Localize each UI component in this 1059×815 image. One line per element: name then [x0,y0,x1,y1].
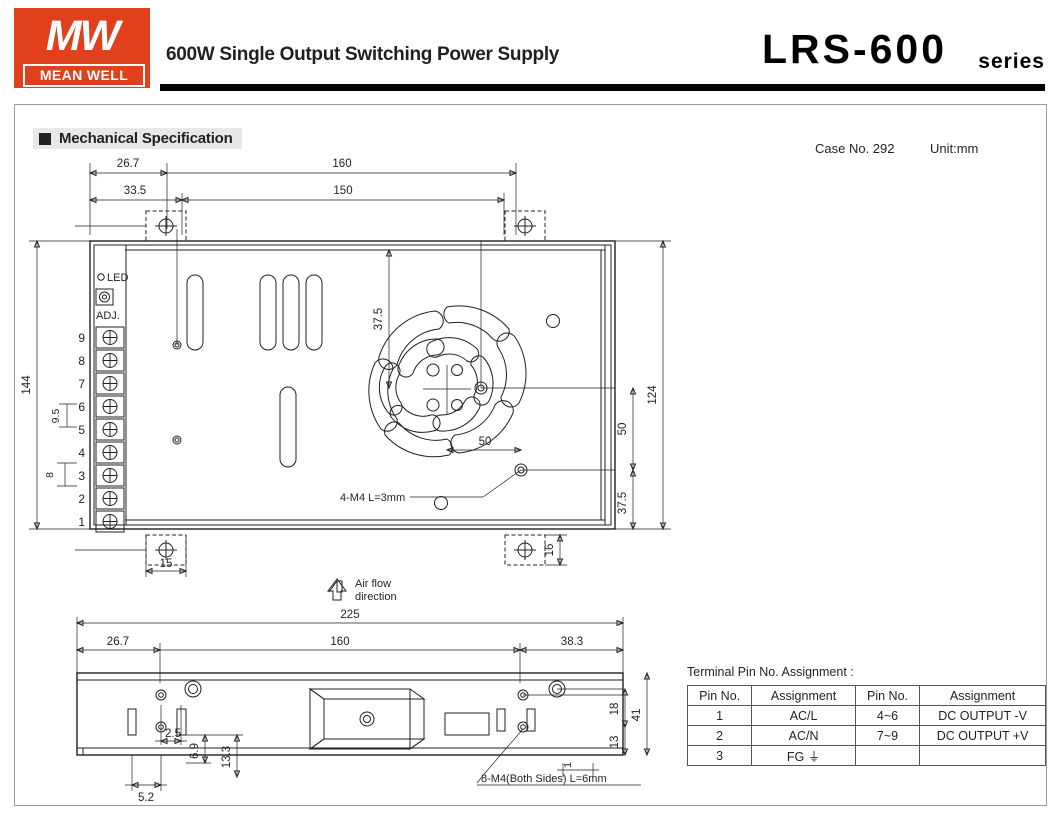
table-row: 1 AC/L 4~6 DC OUTPUT -V [686,705,1046,726]
pin-label-7: 7 [78,377,85,391]
dim-8: 8 [44,472,56,478]
product-model: LRS-600 [761,26,947,72]
fan-grille-icon [368,305,560,510]
cell-pin-1: 1 [686,705,753,726]
dim-38-3: 38.3 [561,636,583,648]
cell-empty-2 [919,745,1046,766]
dim-9-5: 9.5 [50,409,62,424]
dim-16: 16 [544,544,556,557]
th-assignment-2: Assignment [919,685,1046,706]
dim-1: 1 [562,762,574,768]
product-subtitle: 600W Single Output Switching Power Suppl… [166,44,560,65]
unit-label: Unit:mm [930,141,979,156]
pin-label-5: 5 [78,423,85,437]
label-led: LED [107,272,128,284]
pin-table-caption: Terminal Pin No. Assignment : [687,665,854,679]
content-frame: Mechanical Specification Case No. 292 Un… [14,104,1047,806]
pin-label-3: 3 [78,469,85,483]
side-view-drawing: 225 26.7 160 38.3 [15,605,695,805]
cell-assign-2: AC/N [751,725,856,746]
dim-13: 13 [609,736,621,749]
dim-150: 150 [333,185,352,197]
logo-brand-name: MEAN WELL [23,64,145,87]
dim-18: 18 [609,703,621,716]
dim-26-7-side: 26.7 [107,636,129,648]
top-view-drawing: 26.7 160 33.5 150 [15,105,695,625]
cell-assign-3: FG ⏚ [751,745,856,766]
terminal-pin-table: Pin No. Assignment Pin No. Assignment 1 … [686,685,1046,766]
section-title-text: Mechanical Specification [59,130,233,147]
cell-pin-2: 2 [686,725,753,746]
case-number: Case No. 292 [815,141,895,156]
callout-8-m4: 8-M4(Both Sides) L=6mm [481,773,607,785]
cell-pin-4-6: 4~6 [854,705,921,726]
cell-assign-4-6: DC OUTPUT -V [919,705,1046,726]
page-header: MW MEAN WELL 600W Single Output Switchin… [0,0,1059,96]
terminal-screws: 9 8 7 [78,326,125,533]
dim-41: 41 [631,709,643,722]
dim-124: 124 [647,385,659,405]
airflow-label-line1: Air flow [355,578,391,590]
dim-160-top: 160 [332,158,351,170]
meanwell-logo: MW MEAN WELL [14,8,150,88]
label-adj: ADJ. [96,310,120,322]
table-header-row: Pin No. Assignment Pin No. Assignment [686,685,1046,706]
cell-assign-1: AC/L [751,705,856,726]
dim-13-3: 13.3 [221,746,233,768]
airflow-label-line2: direction [355,591,397,603]
pin-label-4: 4 [78,446,85,460]
dim-37-5-bottom: 37.5 [617,492,629,514]
table-row: 3 FG ⏚ [686,745,1046,766]
dim-144: 144 [21,375,33,395]
table-row: 2 AC/N 7~9 DC OUTPUT +V [686,725,1046,746]
cell-pin-7-9: 7~9 [854,725,921,746]
callout-4-m4: 4-M4 L=3mm [340,492,405,504]
logo-mw-mark: MW [45,12,120,60]
pin-label-8: 8 [78,354,85,368]
dim-2-5: 2.5 [165,728,181,740]
dim-26-7-top: 26.7 [117,158,139,170]
cell-pin-3: 3 [686,745,753,766]
pin-label-6: 6 [78,400,85,414]
header-rule [160,84,1045,91]
bullet-square-icon [39,132,51,145]
cell-empty-1 [854,745,921,766]
pin-label-9: 9 [78,331,85,345]
cell-assign-7-9: DC OUTPUT +V [919,725,1046,746]
pin-label-2: 2 [78,492,85,506]
dim-50-horizontal: 50 [479,436,492,448]
dim-160-side: 160 [330,636,349,648]
th-pin-no-1: Pin No. [686,685,753,706]
dim-5-2: 5.2 [138,792,154,804]
pin-label-1: 1 [78,515,85,529]
dim-225: 225 [340,609,359,621]
section-title: Mechanical Specification [33,128,242,149]
dim-50-vertical: 50 [617,423,629,436]
dim-37-5-top: 37.5 [373,308,385,330]
product-series-label: series [978,50,1045,73]
dim-6-9: 6.9 [189,743,201,759]
th-pin-no-2: Pin No. [854,685,921,706]
th-assignment-1: Assignment [751,685,856,706]
dim-33-5: 33.5 [124,185,146,197]
dim-15: 15 [160,558,173,570]
